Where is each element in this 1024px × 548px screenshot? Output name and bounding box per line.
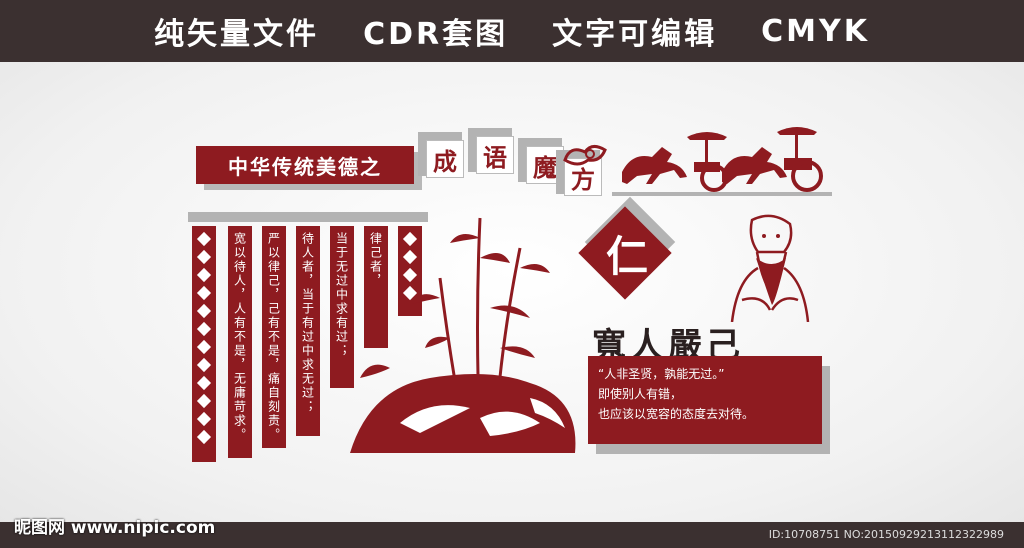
title-tile: 语 — [468, 128, 514, 174]
decor-strip — [188, 212, 428, 222]
cloud-ornament-icon — [563, 145, 607, 166]
site-logo: 昵图网 www.nipic.com — [14, 518, 216, 538]
title-text: 中华传统美德之 — [196, 146, 414, 184]
title-banner: 中华传统美德之 — [196, 146, 422, 190]
top-banner: 纯矢量文件 CDR套图 文字可编辑 CMYK — [0, 0, 1024, 62]
verse-column: 待人者，当于有过中求无过； — [296, 226, 320, 436]
confucius-portrait — [730, 214, 810, 322]
ren-diamond: 仁 — [578, 196, 676, 300]
verse-column: 当于无过中求有过； — [330, 226, 354, 388]
verse-column: 律己者， — [364, 226, 388, 348]
verse-column: 宽以待人，人有不是，无庸苛求。 — [228, 226, 252, 458]
banner-item: 文字可编辑 — [552, 17, 718, 52]
ren-char: 仁 — [605, 231, 648, 281]
chariot-silhouette-icon — [612, 127, 832, 196]
banner-item: CMYK — [761, 13, 870, 49]
bamboo-rock-illustration — [350, 217, 576, 453]
banner-item: 纯矢量文件 — [154, 17, 320, 52]
quote-line: “人非圣贤，孰能无过。” — [598, 367, 725, 381]
quote-line: 即使别人有错， — [598, 387, 683, 401]
diamond-column — [192, 226, 216, 462]
title-tile: 成 — [418, 132, 464, 178]
image-id: ID:10708751 NO:20150929213112322989 — [768, 528, 1004, 541]
verse-column: 严以律己，己有不是，痛自刻责。 — [262, 226, 286, 448]
quote-line: 也应该以宽容的态度去对待。 — [598, 407, 755, 421]
footer-bar — [0, 522, 1024, 548]
quote-panel: “人非圣贤，孰能无过。” 即使别人有错， 也应该以宽容的态度去对待。 — [588, 356, 830, 454]
banner-item: CDR套图 — [363, 17, 509, 52]
